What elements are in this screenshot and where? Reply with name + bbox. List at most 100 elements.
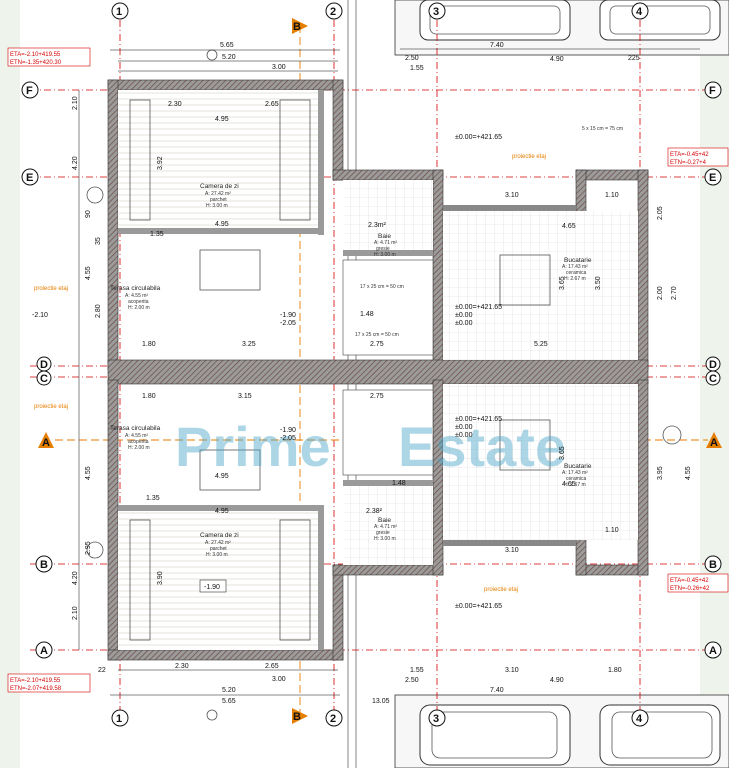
axis-D-right: D	[709, 359, 717, 371]
parking-bottom	[394, 694, 729, 768]
axis-4-bottom: 4	[636, 713, 643, 725]
level-zero-mid6: ±0.00	[455, 432, 473, 439]
dim-in-315: 3.15	[238, 393, 252, 400]
axis-3-top: 3	[433, 6, 439, 18]
note-grate: 5 x 15 cm = 75 cm	[582, 126, 623, 132]
dim-in-110b: 1.10	[605, 527, 619, 534]
room-camera-bot-floor: parchet	[210, 546, 227, 552]
level-bl-etn: ETN=-2.07+419.58	[10, 686, 62, 692]
axis-C-right: C	[709, 373, 717, 385]
section-markers: B B A A	[38, 18, 722, 724]
axis-B-left: B	[40, 559, 48, 571]
dim-in-310b: 3.10	[505, 547, 519, 554]
dim-in-110a: 1.10	[605, 192, 619, 199]
dim-left-420a: 4.20	[72, 156, 79, 170]
room-camera-top-name: Camera de zi	[200, 183, 239, 190]
dim-left-420b: 4.20	[72, 571, 79, 585]
dim-top-250: 2.50	[405, 55, 419, 62]
section-A-right: A	[710, 437, 718, 449]
room-baie-bot-area: A: 4.71 m²	[374, 524, 397, 530]
dim-top-155: 1.55	[410, 65, 424, 72]
dim-right-455: 4.55	[685, 466, 692, 480]
watermark-word2: Estate	[398, 415, 566, 478]
level-rb-etn: ETN=-0.26+42	[670, 586, 710, 592]
room-buc-bot-name: Bucatarie	[564, 463, 592, 470]
dim-left-455b: 4.55	[85, 466, 92, 480]
dim-bot-230: 2.30	[175, 663, 189, 670]
furniture	[86, 49, 682, 721]
room-camera-top-floor: parchet	[210, 197, 227, 203]
axis-2-bottom: 2	[330, 713, 336, 725]
watermark: Prime Estate	[175, 415, 566, 478]
dim-in-525: 5.25	[534, 341, 548, 348]
dim-in-390: 3.90	[157, 571, 164, 585]
level-box190: -1.90	[204, 584, 220, 591]
note-area-23b: 2.38²	[366, 508, 383, 515]
room-baie-top-name: Baie	[378, 233, 391, 240]
dim-bot-490: 4.90	[550, 677, 564, 684]
dim-right-395: 3.95	[657, 466, 664, 480]
dim-right-270: 2.70	[671, 286, 678, 300]
dim-in-310a: 3.10	[505, 192, 519, 199]
axis-C-left: C	[40, 373, 48, 385]
floor-bath-bottom	[343, 486, 433, 565]
axis-A-right: A	[709, 645, 717, 657]
room-camera-bot-area: A: 27.42 m²	[205, 540, 231, 546]
dim-in-230: 2.30	[168, 101, 182, 108]
note-stair-1: 17 x 25 cm = 50 cm	[360, 284, 404, 290]
dims-bottom: 2.30 2.65 3.00 5.20 5.65 13.05 1.55 3.10…	[98, 663, 622, 705]
room-terasa-top-floor: acoperita	[128, 299, 149, 305]
dim-in-495c: 4.95	[215, 508, 229, 515]
floor-camera-top	[118, 90, 318, 228]
axis-2-top: 2	[330, 6, 336, 18]
dim-in-495a: 4.95	[215, 116, 229, 123]
floor-kitchen-bottom	[443, 384, 638, 540]
level-rt-eta: ETA=-0.45+42	[670, 152, 709, 158]
level-bl-eta: ETA=-2.10+419.55	[10, 678, 61, 684]
room-buc-bot-h: H: 2.67 m	[564, 482, 586, 488]
room-baie-bot-h: H: 3.00 m	[374, 536, 396, 542]
level-annotations: ETA=-2.10+419.55 ETN=-1.35+420.30 ETA=-2…	[7, 47, 729, 693]
dims-right: 2.05 2.00 2.70 4.55 3.95	[657, 206, 692, 480]
dim-left-90: 90	[85, 210, 92, 218]
level-m205a: -2.05	[280, 320, 296, 327]
walls	[107, 79, 649, 661]
floor-bath-top	[343, 180, 433, 250]
dim-top-300: 3.00	[272, 64, 286, 71]
note-stair-2: 17 x 25 cm = 50 cm	[355, 332, 399, 338]
dim-bot-1305: 13.05	[372, 698, 390, 705]
room-camera-top-h: H: 3.00 m	[206, 203, 228, 209]
room-terasa-top-h: H: 2.00 m	[128, 305, 150, 311]
note-area-23a: 2.3m²	[368, 222, 387, 229]
level-m210: -2.10	[32, 312, 48, 319]
dim-in-495b: 4.95	[215, 221, 229, 228]
room-terasa-bot-name: Terasa circulabila	[110, 425, 161, 432]
dim-bot-300: 3.00	[272, 676, 286, 683]
room-buc-top-h: H: 2.67 m	[564, 276, 586, 282]
level-zero-mid3: ±0.00	[455, 320, 473, 327]
level-m190b: -1.90	[280, 427, 296, 434]
dim-left-210a: 2.10	[72, 96, 79, 110]
dim-in-325: 3.25	[242, 341, 256, 348]
note-proiectie-2: proiectie etaj	[34, 404, 68, 410]
dim-in-365b: 3.65	[559, 446, 566, 460]
axis-1-top: 1	[116, 6, 122, 18]
dim-bot-565: 5.65	[222, 698, 236, 705]
dim-top-225: 225	[628, 55, 640, 62]
dim-top-740: 7.40	[490, 42, 504, 49]
room-buc-bot-area: A: 17.43 m²	[562, 470, 588, 476]
dim-in-350a: 3.50	[595, 276, 602, 290]
dim-bot-155: 1.55	[410, 667, 424, 674]
axis-E-left: E	[26, 172, 33, 184]
room-baie-top-h: H: 3.00 m	[374, 252, 396, 258]
note-proiectie-1: proiectie etaj	[34, 286, 68, 292]
level-zero-mid5: ±0.00	[455, 424, 473, 431]
dim-in-465b: 4.65	[562, 481, 576, 488]
dim-in-135a: 1.35	[150, 231, 164, 238]
room-baie-top-floor: gresie	[376, 246, 390, 252]
room-camera-bot-h: H: 3.00 m	[206, 552, 228, 558]
dims-top: 5.65 5.20 3.00 7.40 4.90 1.55 2.50 225	[110, 42, 700, 72]
site-left-strip	[0, 0, 20, 768]
axis-D-left: D	[40, 359, 48, 371]
